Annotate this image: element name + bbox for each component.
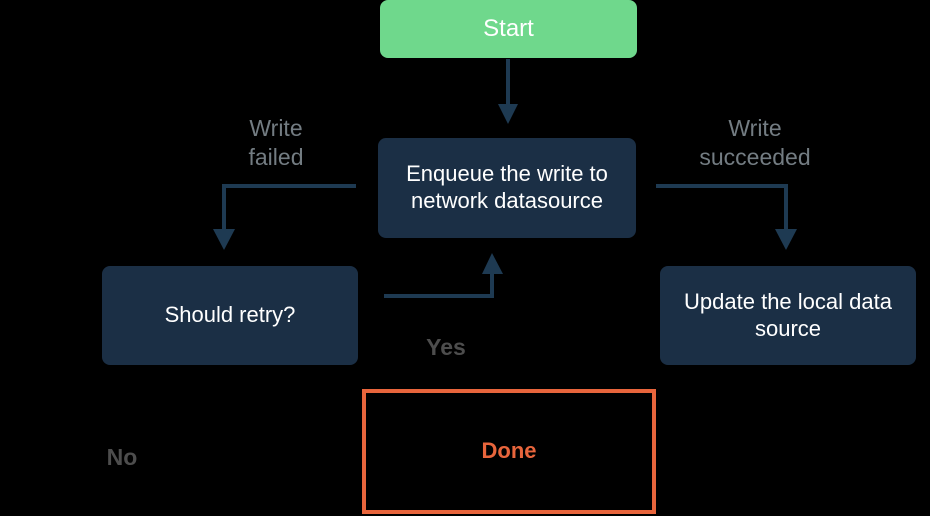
edge-start-to-enqueue bbox=[498, 59, 518, 124]
edge-label-yes: Yes bbox=[426, 334, 466, 360]
node-enqueue-write[interactable]: Enqueue the write to network datasource bbox=[378, 138, 636, 238]
edge-label-write-succeeded: Write succeeded bbox=[699, 115, 811, 171]
edge-enqueue-to-should-retry bbox=[213, 184, 356, 250]
node-done[interactable]: Done bbox=[362, 389, 656, 514]
edge-label-write-failed: Write failed bbox=[248, 115, 304, 171]
node-update-local-data-source[interactable]: Update the local data source bbox=[660, 266, 916, 365]
node-start[interactable]: Start bbox=[380, 0, 637, 58]
edge-enqueue-to-update-local bbox=[656, 184, 797, 250]
node-should-retry[interactable]: Should retry? bbox=[102, 266, 358, 365]
edge-should-retry-to-enqueue bbox=[384, 253, 503, 298]
edge-label-no: No bbox=[106, 444, 138, 470]
